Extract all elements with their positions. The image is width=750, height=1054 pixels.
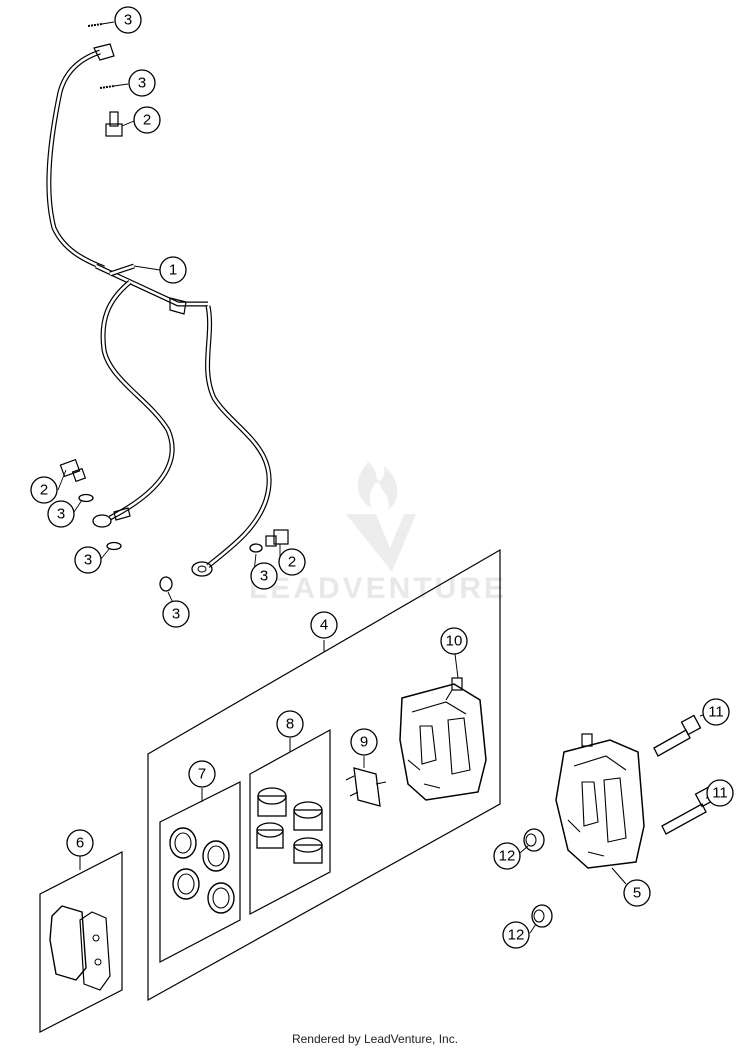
callout-5: 5	[623, 879, 651, 907]
callout-2-left: 2	[30, 476, 58, 504]
callout-label: 3	[84, 552, 92, 569]
callout-label: 2	[143, 112, 151, 129]
washer-part	[159, 576, 173, 592]
flame-logo-icon	[357, 462, 398, 510]
banjo-bolt-part	[105, 111, 123, 137]
banjo-bolt-part	[59, 458, 87, 483]
callout-label: 3	[57, 506, 65, 523]
callout-label: 3	[138, 75, 146, 92]
spring-clip-part	[345, 767, 387, 807]
washer-part	[106, 541, 122, 551]
callout-3-lower-left: 3	[74, 546, 102, 574]
callout-label: 3	[260, 568, 268, 585]
callout-label: 2	[288, 554, 296, 571]
hardware	[59, 23, 289, 592]
callout-label: 12	[508, 927, 525, 944]
seal-kit-group-box	[159, 781, 241, 963]
callout-4: 4	[310, 611, 338, 639]
callout-label: 4	[320, 617, 328, 634]
callout-label: 6	[76, 835, 84, 852]
watermark-text: LEADVENTURE	[249, 572, 507, 605]
callout-2-upper: 2	[133, 106, 161, 134]
callout-label: 7	[198, 766, 206, 783]
callout-2-right: 2	[278, 548, 306, 576]
pin-part	[99, 85, 115, 89]
callout-label: 10	[446, 633, 463, 650]
footer-credit: Rendered by LeadVenture, Inc.	[291, 1032, 459, 1046]
pistons	[256, 787, 323, 864]
callout-1: 1	[159, 256, 187, 284]
callout-label: 12	[499, 848, 516, 865]
callout-3-bottom: 3	[162, 600, 190, 628]
washer-part	[78, 493, 94, 503]
callout-6: 6	[66, 829, 94, 857]
callout-7: 7	[188, 760, 216, 788]
callout-12-lower: 12	[502, 921, 530, 949]
leader-lines	[57, 21, 537, 934]
brake-line-hose	[46, 43, 272, 577]
callout-3-right: 3	[250, 562, 278, 590]
banjo-bolt-part	[265, 529, 289, 547]
brake-pad-group-box	[39, 851, 123, 1033]
callout-label: 3	[124, 12, 132, 29]
piston-kit-group-box	[249, 728, 331, 915]
seal-rings	[169, 827, 235, 914]
brake-pads	[49, 905, 111, 991]
callout-label: 11	[708, 704, 724, 721]
callout-label: 5	[633, 885, 641, 902]
caliper-bolt-part	[653, 714, 702, 757]
brake-caliper-part	[399, 677, 487, 801]
washer-part	[249, 543, 263, 553]
callout-label: 9	[360, 734, 368, 751]
callout-11-upper: 11	[702, 698, 730, 726]
brake-caliper-assembly-part	[555, 733, 645, 869]
callout-9: 9	[350, 728, 378, 756]
callout-label: 3	[172, 606, 180, 623]
callout-8: 8	[276, 710, 304, 738]
callout-11-lower: 11	[706, 779, 734, 807]
callout-3-upper: 3	[128, 69, 156, 97]
callout-10: 10	[440, 627, 468, 655]
callout-label: 2	[40, 482, 48, 499]
callout-label: 1	[169, 262, 177, 279]
pin-part	[87, 23, 103, 27]
callout-3-left: 3	[47, 500, 75, 528]
callout-12-upper: 12	[493, 842, 521, 870]
callout-label: 8	[286, 716, 294, 733]
bushing-part	[523, 828, 545, 852]
v-logo-icon	[346, 514, 416, 572]
caliper-kit-group-box	[147, 548, 501, 1002]
leadventure-watermark: LEADVENTURE	[249, 462, 507, 605]
callout-3-top: 3	[114, 6, 142, 34]
bushing-part	[531, 904, 553, 928]
callout-label: 11	[712, 785, 728, 802]
